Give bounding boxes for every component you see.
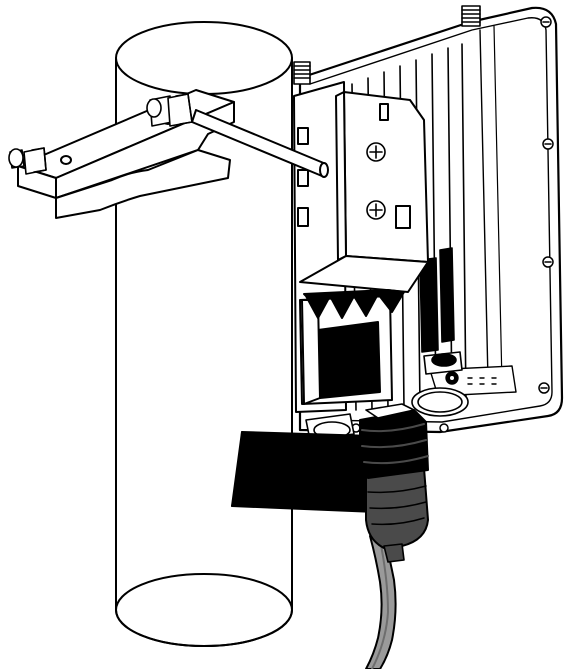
weatherproof-tape	[231, 431, 377, 513]
enclosure-screws	[351, 16, 554, 433]
pole-bottom	[115, 573, 293, 647]
mounting-bracket	[299, 91, 429, 319]
bracket-screw	[366, 142, 386, 162]
ethernet-connector	[359, 403, 429, 563]
nut	[146, 93, 193, 127]
nut	[8, 147, 47, 175]
pole-top	[115, 21, 293, 95]
cable	[365, 533, 397, 669]
antenna-connector	[461, 5, 481, 27]
mount-plate	[293, 81, 393, 413]
bracket-screw	[366, 200, 386, 220]
u-bolt	[191, 109, 329, 178]
antenna-connector	[293, 61, 311, 85]
